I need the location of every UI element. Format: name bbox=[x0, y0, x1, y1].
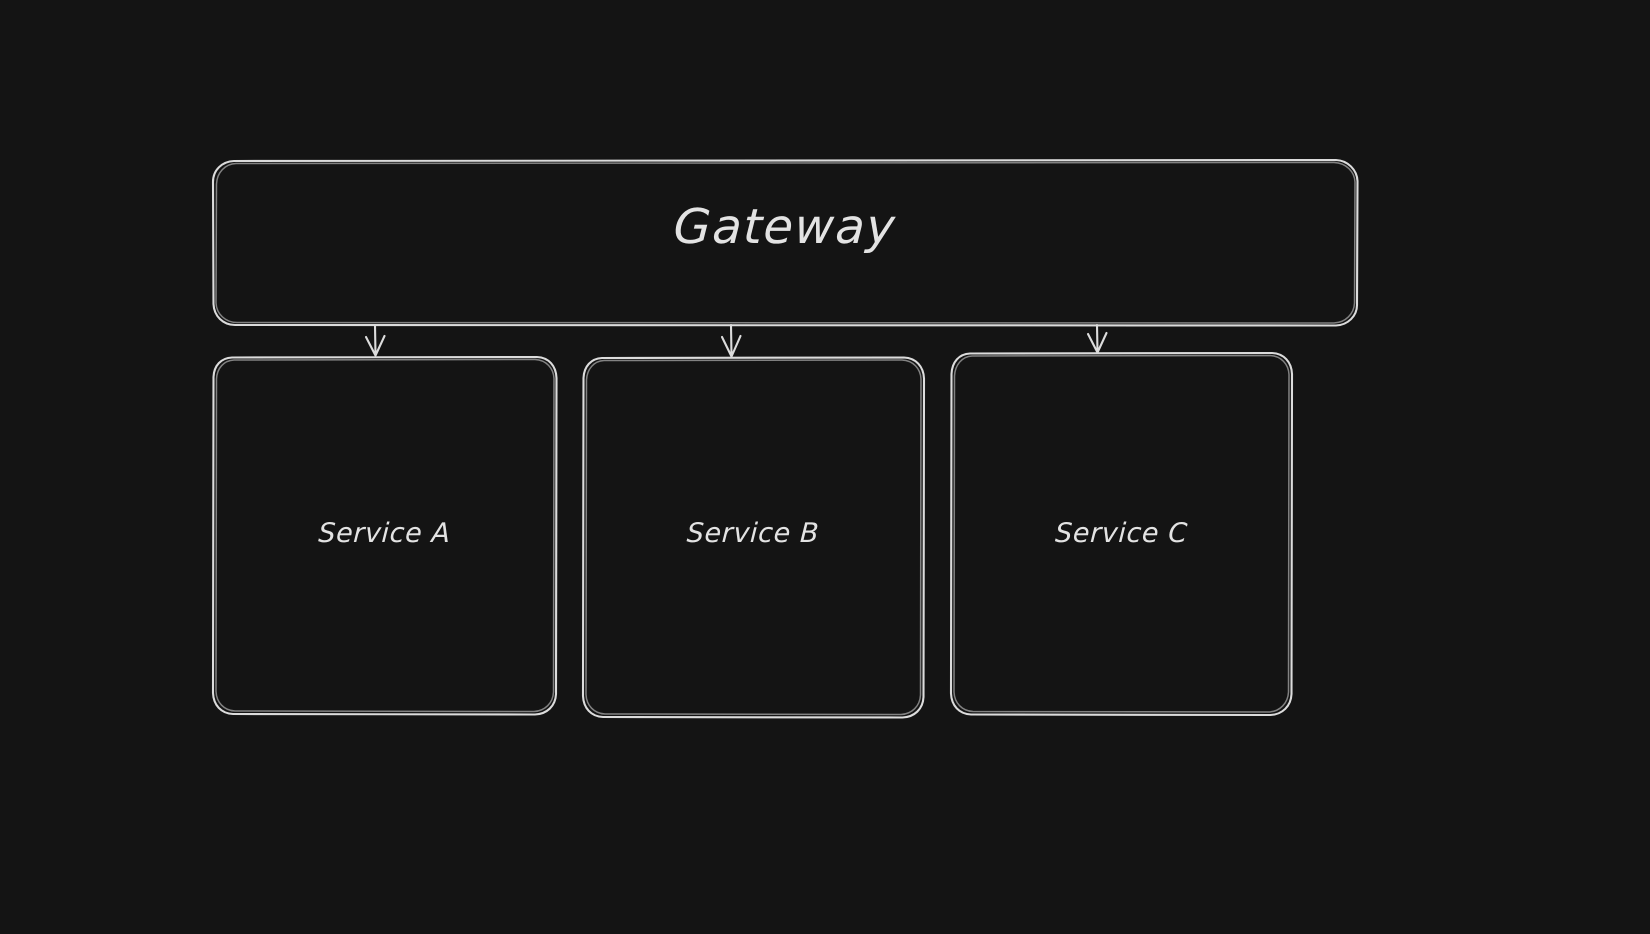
node-label-service-a: Service A bbox=[317, 518, 452, 549]
edge-gateway-to-service-b bbox=[720, 323, 742, 358]
node-service-c[interactable] bbox=[949, 351, 1294, 717]
node-label-service-b: Service B bbox=[686, 518, 820, 549]
node-gateway[interactable] bbox=[211, 158, 1359, 327]
edge-gateway-to-service-c bbox=[1086, 323, 1108, 354]
node-service-a[interactable] bbox=[211, 355, 558, 716]
edge-gateway-to-service-a bbox=[364, 323, 386, 357]
node-service-b[interactable] bbox=[581, 356, 926, 719]
node-label-service-c: Service C bbox=[1054, 518, 1189, 549]
node-label-gateway: Gateway bbox=[672, 199, 898, 255]
